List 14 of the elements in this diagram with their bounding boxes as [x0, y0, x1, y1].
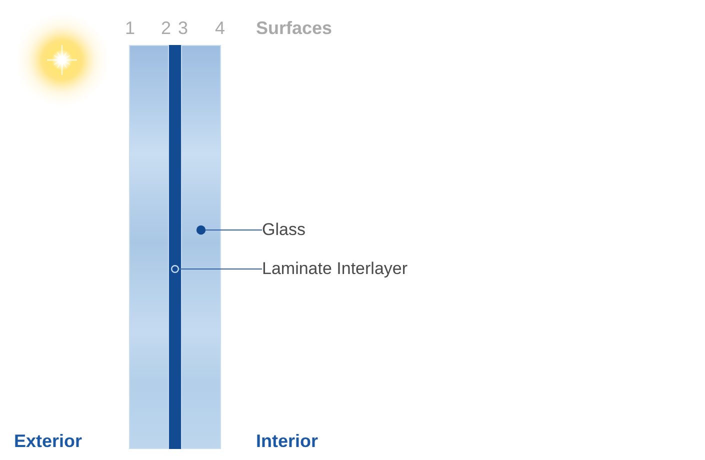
surface-number: 2	[161, 17, 171, 39]
interlayer-strip	[169, 45, 181, 449]
leader-line	[196, 225, 262, 235]
side-label: Interior	[256, 430, 318, 452]
glass-pane	[129, 45, 169, 449]
side-label: Exterior	[14, 430, 82, 452]
callout-label: Laminate Interlayer	[262, 259, 408, 279]
surface-number: 4	[215, 17, 225, 39]
leader-line	[171, 265, 262, 273]
surfaces-heading: Surfaces	[256, 17, 332, 39]
glass-pane	[181, 45, 221, 449]
surface-number: 3	[178, 17, 188, 39]
callout-label: Glass	[262, 220, 306, 240]
surface-number: 1	[125, 17, 135, 39]
